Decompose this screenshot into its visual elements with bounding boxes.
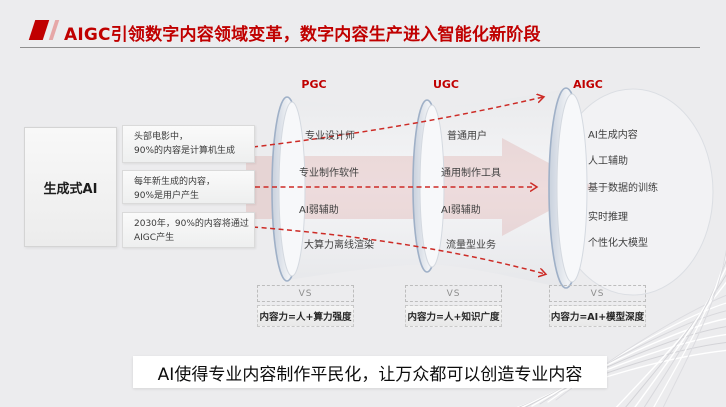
fact-box-2030: 2030年，90%的内容将通过 AIGC产生 xyxy=(122,212,255,248)
fact-line: AIGC产生 xyxy=(134,232,175,243)
conclusion-banner: AI使得专业内容制作平民化，让万众都可以创造专业内容 xyxy=(133,356,607,388)
fact-line: 2030年，90%的内容将通过 xyxy=(134,219,249,229)
fact-line: 头部电影中， xyxy=(134,132,189,142)
aigc-item: 个性化大模型 xyxy=(588,238,648,249)
title-divider xyxy=(20,47,700,48)
generative-ai-box: 生成式AI xyxy=(24,127,117,247)
column-label-aigc: AIGC xyxy=(573,78,603,91)
vs-formula: 内容力=人+算力强度 xyxy=(257,305,354,327)
vs-group-ugc: VS 内容力=人+知识广度 xyxy=(405,285,502,327)
pgc-item: 大算力离线渲染 xyxy=(304,240,374,251)
column-label-pgc: PGC xyxy=(301,78,327,91)
dashed-arrow-top xyxy=(252,97,543,148)
fact-line: 90%是用户产生 xyxy=(134,190,200,201)
vs-label: VS xyxy=(549,285,646,302)
column-label-ugc: UGC xyxy=(432,78,460,91)
aigc-item: 实时推理 xyxy=(588,212,628,223)
ugc-ring xyxy=(412,99,445,273)
vs-formula: 内容力=人+知识广度 xyxy=(405,305,502,327)
vs-group-aigc: VS 内容力=AI+模型深度 xyxy=(549,285,646,327)
aigc-item: AI生成内容 xyxy=(588,130,638,141)
fact-line: 每年新生成的内容， xyxy=(134,177,216,187)
ugc-item: AI弱辅助 xyxy=(441,205,481,216)
pgc-item: AI弱辅助 xyxy=(299,205,339,216)
pgc-item: 专业制作软件 xyxy=(299,168,359,179)
vs-label: VS xyxy=(405,285,502,302)
fact-box-movies: 头部电影中， 90%的内容是计算机生成 xyxy=(122,125,255,163)
page-title: AIGC引领数字内容领域变革，数字内容生产进入智能化新阶段 xyxy=(64,25,541,45)
dashed-arrow-bottom xyxy=(252,226,545,274)
vs-formula: 内容力=AI+模型深度 xyxy=(549,305,646,327)
fact-line: 90%的内容是计算机生成 xyxy=(134,145,236,156)
aigc-item: 基于数据的训练 xyxy=(588,183,658,194)
aigc-item: 人工辅助 xyxy=(588,156,628,167)
ugc-item: 通用制作工具 xyxy=(441,168,501,179)
aigc-ring xyxy=(548,87,588,289)
vs-group-pgc: VS 内容力=人+算力强度 xyxy=(257,285,354,327)
fact-box-new-content: 每年新生成的内容， 90%是用户产生 xyxy=(122,170,255,204)
ugc-item: 流量型业务 xyxy=(446,240,496,251)
vs-label: VS xyxy=(257,285,354,302)
pgc-item: 专业设计师 xyxy=(305,131,355,142)
pgc-ring xyxy=(271,96,306,282)
ugc-item: 普通用户 xyxy=(447,131,487,142)
